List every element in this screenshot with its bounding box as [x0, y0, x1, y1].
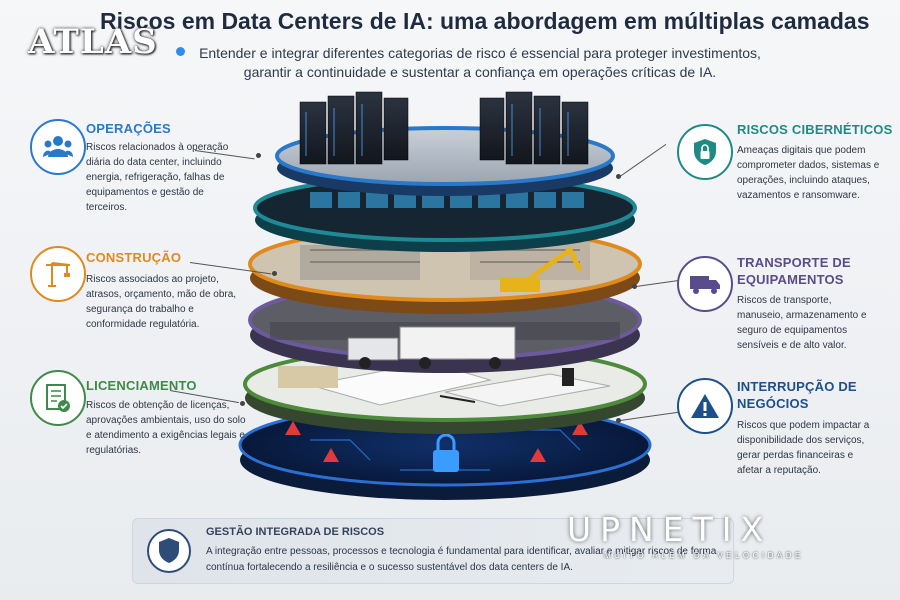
transport-leader-dot — [632, 284, 637, 289]
layered-stack-illustration — [238, 91, 652, 500]
construction-leader-dot — [272, 271, 277, 276]
warning-icon — [285, 421, 588, 462]
transport-icon-badge — [677, 256, 733, 312]
excavator-illustration — [500, 246, 583, 292]
construction-icon-badge — [30, 246, 86, 302]
people-icon — [43, 136, 73, 157]
transport-desc: Riscos de transporte, manuseio, armazena… — [737, 295, 867, 351]
operations-desc: Riscos relacionados à operação diária do… — [86, 142, 229, 213]
cyber-title: RISCOS CIBERNÉTICOS — [737, 122, 893, 137]
truck-illustration — [347, 326, 516, 369]
operations-icon-badge — [30, 119, 86, 175]
licensing-desc: Riscos de obtenção de licenças, aprovaçõ… — [86, 400, 246, 456]
footer-panel — [132, 518, 734, 584]
footer-title: GESTÃO INTEGRADA DE RISCOS — [206, 526, 385, 538]
licensing-title: LICENCIAMENTO — [86, 378, 197, 393]
cyber-desc: Ameaças digitais que podem comprometer d… — [737, 145, 880, 201]
licensing-leader-dot — [240, 401, 245, 406]
transport-title: TRANSPORTE DE EQUIPAMENTOS — [737, 255, 851, 287]
operations-leader-dot — [256, 153, 261, 158]
footer-desc: A integração entre pessoas, processos e … — [206, 546, 717, 573]
upnetix-watermark: UPNETIX — [567, 510, 773, 549]
business-leader-dot — [616, 418, 621, 423]
layer-operations — [253, 174, 637, 252]
licensing-icon-badge — [30, 370, 86, 426]
cyber-icon-badge — [677, 124, 733, 180]
layer-data-center — [275, 91, 615, 196]
atlas-dot-mark — [176, 47, 185, 56]
truck-icon — [690, 276, 720, 294]
atlas-watermark: ATLAS — [28, 22, 158, 62]
padlock-icon — [433, 433, 459, 472]
operations-title: OPERAÇÕES — [86, 121, 171, 136]
warning-icon — [691, 394, 719, 418]
construction-title: CONSTRUÇÃO — [86, 250, 182, 265]
page-title: Riscos em Data Centers de IA: uma aborda… — [100, 8, 870, 34]
crane-icon — [46, 262, 71, 287]
business-title: INTERRUPÇÃO DE NEGÓCIOS — [737, 379, 857, 411]
document-check-icon — [46, 384, 70, 412]
upnetix-tagline: MUITO ALÉM DA VELOCIDADE — [604, 551, 804, 560]
shield-lock-icon — [694, 139, 716, 165]
business-desc: Riscos que podem impactar a disponibilid… — [737, 420, 870, 476]
cyber-leader-dot — [616, 174, 621, 179]
page-subtitle: Entender e integrar diferentes categoria… — [199, 45, 761, 80]
shield-icon — [147, 529, 191, 573]
construction-desc: Riscos associados ao projeto, atrasos, o… — [86, 274, 237, 330]
business-icon-badge — [677, 378, 733, 434]
